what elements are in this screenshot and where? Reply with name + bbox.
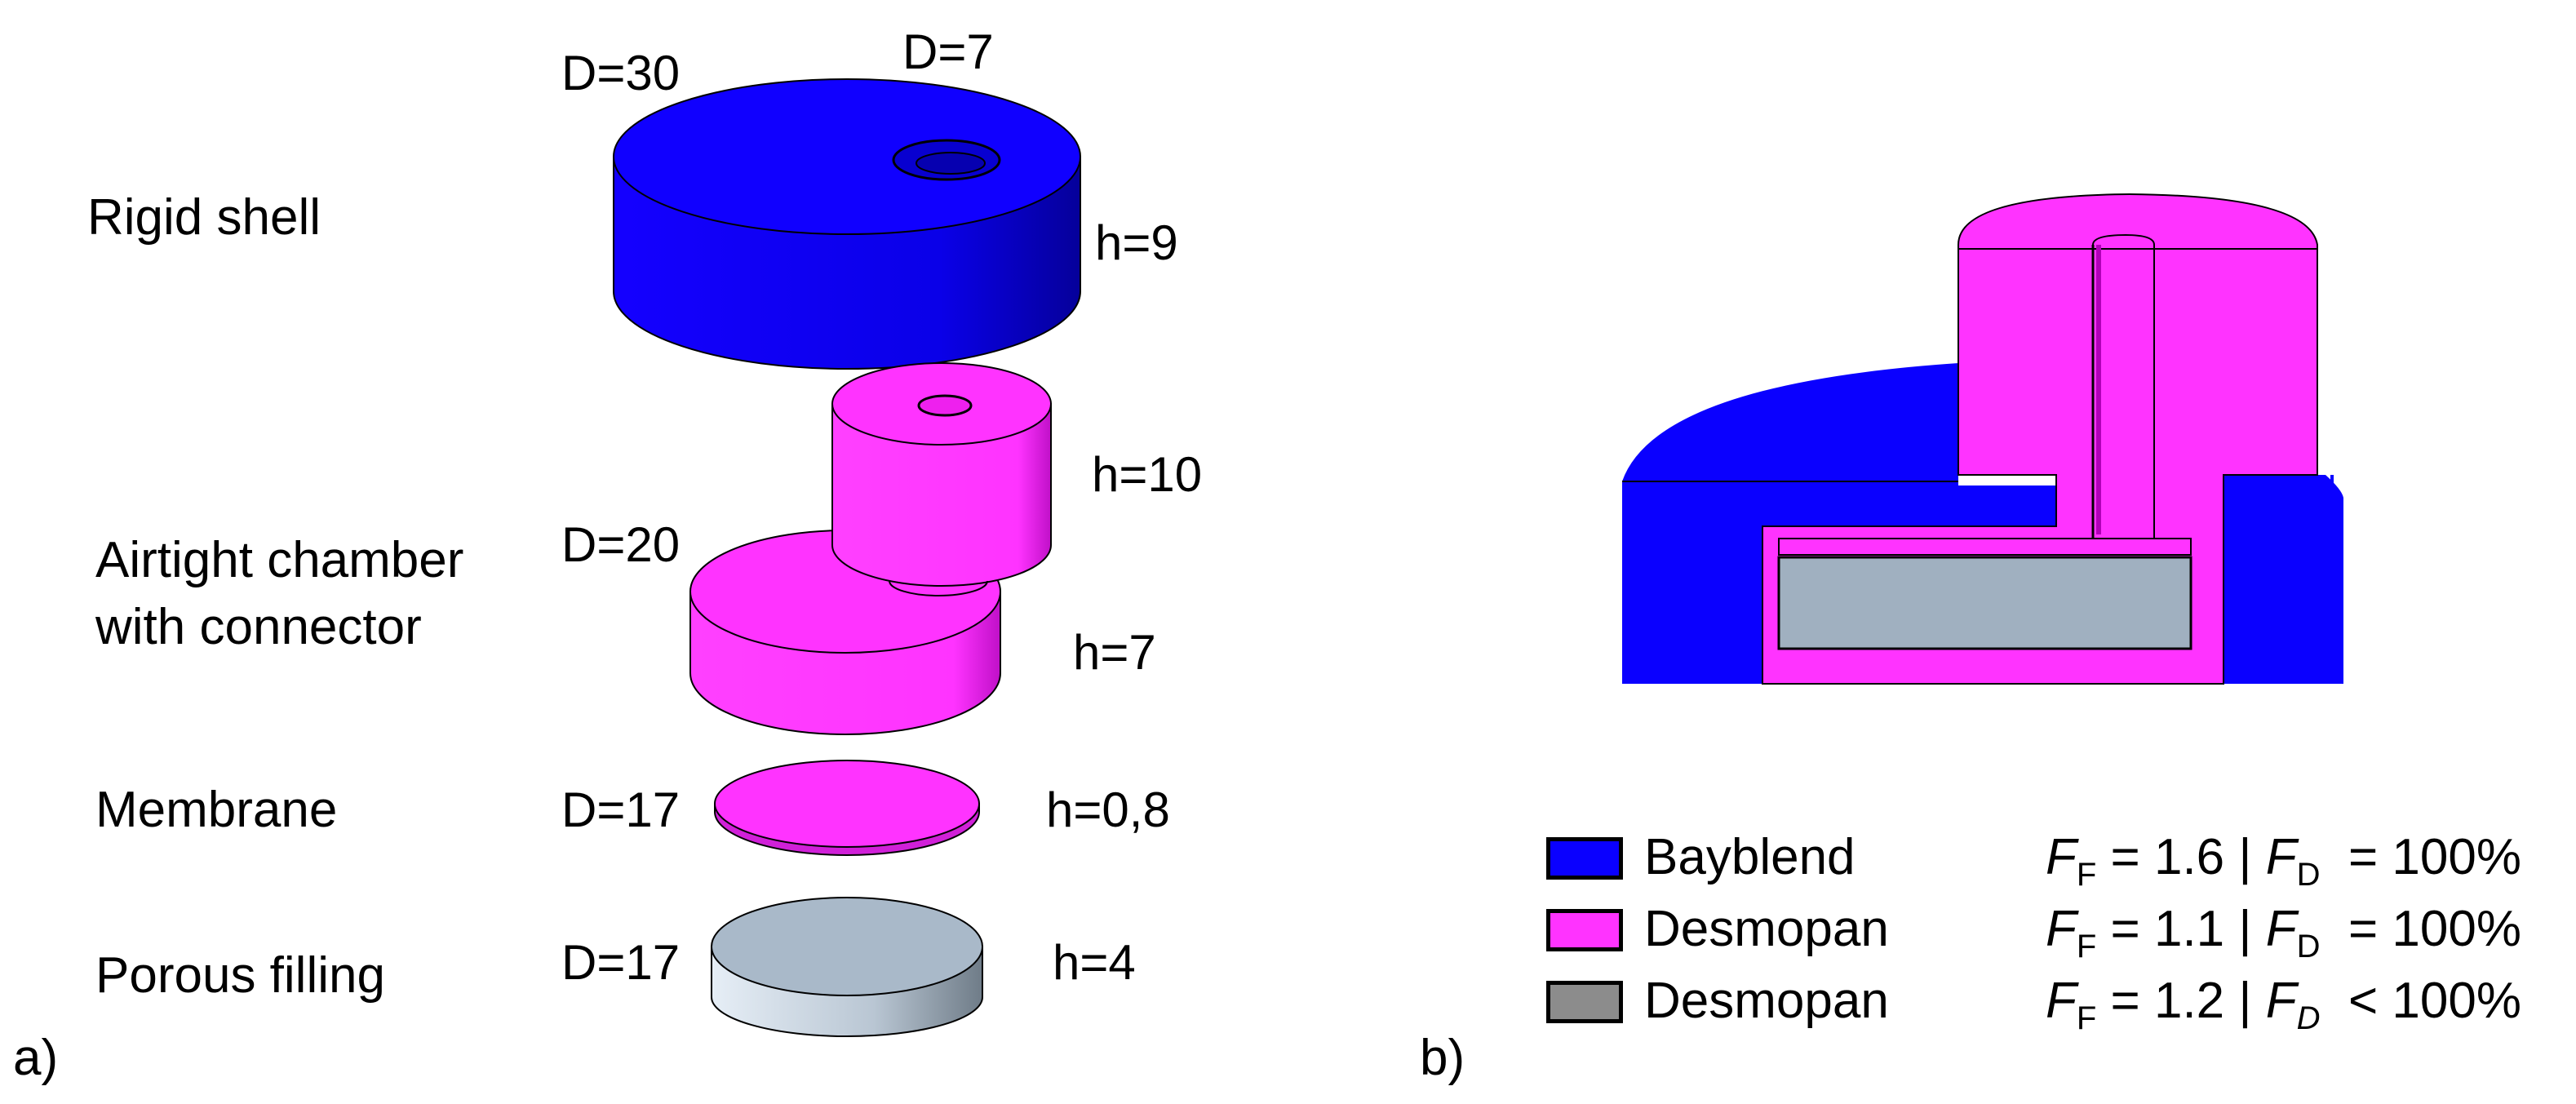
legend-swatch — [1546, 981, 1623, 1023]
legend-row-bayblend: Bayblend FF = 1.6 | FD = 100% — [1546, 829, 2558, 893]
shell-hole-diameter-label: D=7 — [902, 24, 994, 79]
chamber-height-label: h=7 — [1073, 625, 1156, 680]
filling-height-label: h=4 — [1053, 935, 1136, 990]
chamber-diameter-label: D=20 — [561, 517, 681, 572]
airtight-chamber-label-line1: Airtight chamber — [95, 532, 464, 588]
airtight-chamber-label-line2: with connector — [95, 599, 422, 655]
legend-material: Desmopan — [1644, 901, 1889, 957]
membrane-height-label: h=0,8 — [1046, 783, 1170, 837]
legend-swatch — [1546, 837, 1623, 880]
rigid-shell-label: Rigid shell — [87, 189, 321, 246]
airtight-chamber-base-shape — [689, 530, 1001, 735]
legend-factors: FF = 1.1 | FD = 100% — [2046, 901, 2521, 964]
legend-factors: FF = 1.2 | FD < 100% — [2046, 973, 2521, 1036]
rigid-shell-shape — [613, 78, 1081, 370]
porous-filling-shape — [711, 897, 983, 1037]
membrane-shape — [714, 760, 980, 856]
panel-a-label: a) — [13, 1030, 59, 1086]
legend-row-desmopan-pink: Desmopan FF = 1.1 | FD = 100% — [1546, 901, 2558, 964]
connector-shape — [831, 362, 1052, 596]
cross-section-illustration — [1622, 193, 2343, 685]
porous-filling-label: Porous filling — [95, 947, 385, 1004]
shell-height-label: h=9 — [1095, 215, 1178, 270]
shell-diameter-label: D=30 — [561, 46, 681, 100]
legend-material: Desmopan — [1644, 973, 1889, 1029]
legend-factors: FF = 1.6 | FD = 100% — [2046, 829, 2521, 893]
legend-row-desmopan-grey: Desmopan FF = 1.2 | FD < 100% — [1546, 973, 2558, 1036]
legend-swatch — [1546, 909, 1623, 951]
legend-material: Bayblend — [1644, 829, 1856, 885]
membrane-diameter-label: D=17 — [561, 783, 681, 837]
membrane-label: Membrane — [95, 782, 338, 838]
panel-b-label: b) — [1420, 1030, 1465, 1086]
filling-diameter-label: D=17 — [561, 935, 681, 990]
connector-height-label: h=10 — [1092, 447, 1203, 502]
